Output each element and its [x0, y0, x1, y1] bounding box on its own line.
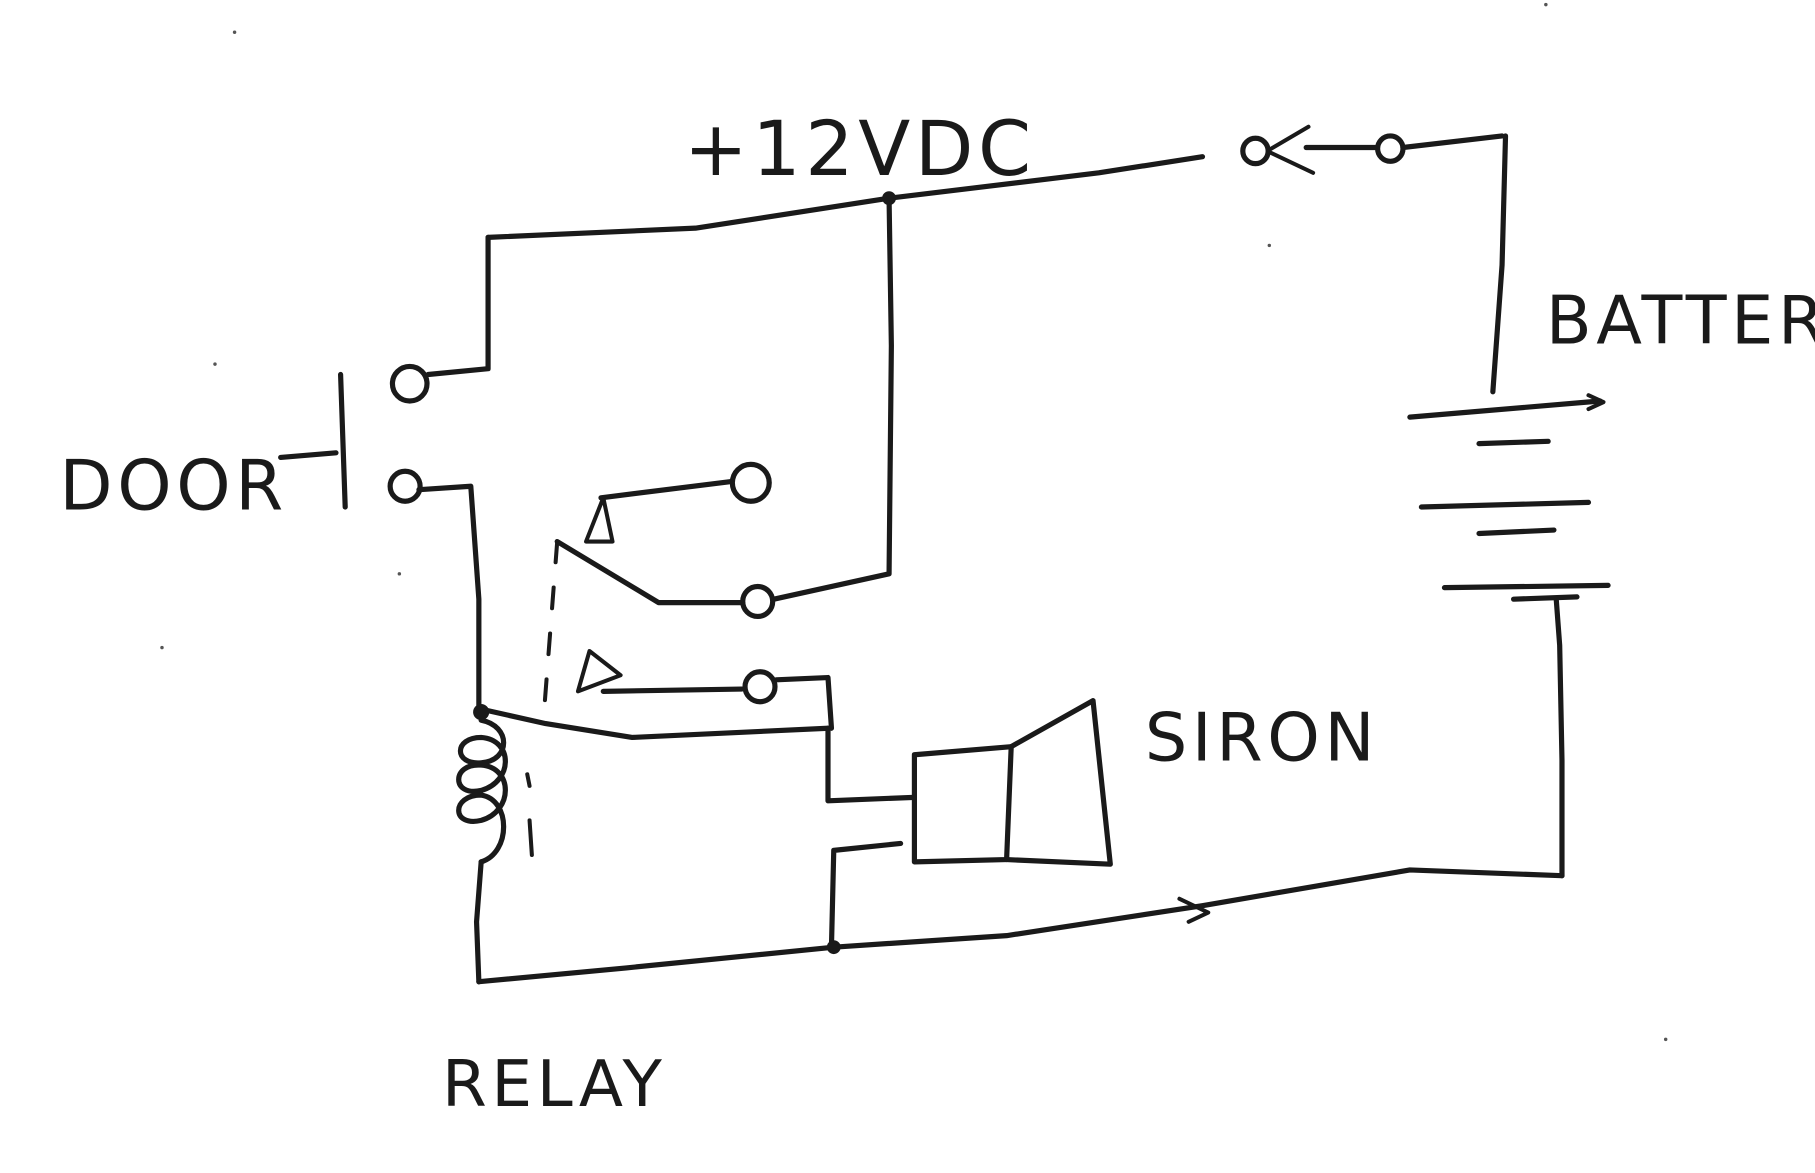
- power-switch: [1240, 124, 1505, 175]
- relay-lower-terminal: [742, 669, 778, 705]
- battery-label: BATTERY: [1546, 281, 1815, 359]
- relay-contact-lower: [575, 649, 835, 731]
- relay-coil: [456, 717, 534, 985]
- relay-label: RELAY: [442, 1047, 667, 1122]
- supply-label: +12VDC: [684, 104, 1036, 193]
- door-top-wire: [425, 234, 491, 378]
- battery-negative-lead: [1553, 596, 1565, 879]
- door-label: DOOR: [59, 446, 288, 526]
- switch-terminal-right: [1375, 133, 1406, 164]
- door-terminal-bottom: [387, 468, 423, 504]
- siren-symbol: [825, 697, 1113, 950]
- door-plunger: [337, 371, 348, 510]
- relay-contact-upper: [554, 195, 894, 620]
- siren-label: SIRON: [1145, 698, 1379, 776]
- door-terminal-top: [389, 363, 430, 404]
- relay-common-wire: [476, 706, 831, 741]
- switch-to-battery-wire: [1400, 133, 1505, 151]
- relay-nc-terminal: [729, 461, 772, 504]
- battery-symbol: [1407, 393, 1611, 602]
- door-switch: [278, 234, 491, 712]
- relay-contact-arrow-lower: [575, 649, 623, 694]
- bottom-return-wire: [476, 867, 1565, 985]
- relay-contact-arrow-upper: [584, 495, 615, 544]
- coil-core-mark: [525, 772, 534, 857]
- door-bottom-wire: [416, 483, 482, 712]
- battery-positive-lead: [1490, 133, 1509, 395]
- relay-coil-top-junction: [473, 704, 490, 721]
- paper-specks: [160, 2, 1668, 1042]
- door-actuator: [278, 450, 339, 461]
- return-arrow: [1177, 896, 1211, 924]
- relay-no-terminal: [740, 583, 776, 620]
- switch-terminal-left: [1240, 135, 1271, 167]
- switch-lever: [1267, 124, 1316, 175]
- relay-linkage-dashed: [541, 539, 560, 723]
